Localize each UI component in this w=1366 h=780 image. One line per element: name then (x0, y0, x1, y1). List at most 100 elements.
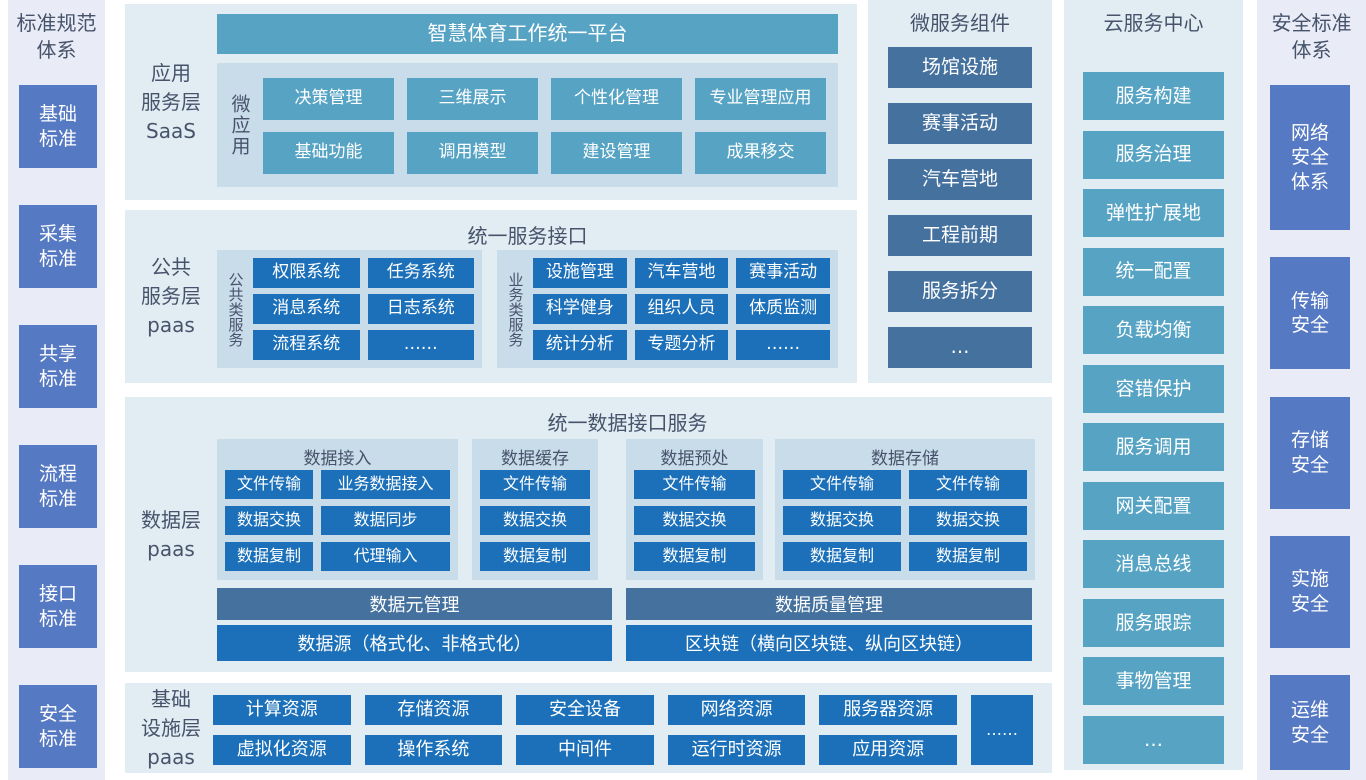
data-access-title: 数据接入 (303, 449, 372, 469)
cloud-service-box: 网关配置 (1083, 481, 1224, 530)
infrastructure-grid: 计算资源存储资源安全设备网络资源服务器资源虚拟化资源操作系统中间件运行时资源应用… (213, 695, 957, 765)
security-standards-title: 安全标准 体系 (1271, 11, 1352, 62)
data-storage-title: 数据存储 (871, 449, 939, 469)
microservice-box: … (888, 327, 1032, 368)
cloud-service-center-panel: 云服务中心 服务构建服务治理弹性扩展地统一配置负载均衡容错保护服务调用网关配置消… (1064, 0, 1243, 770)
data-access-box: 数据同步 (321, 506, 450, 535)
data-storage-container: 数据存储 文件传输文件传输数据交换数据交换数据复制数据复制 (775, 439, 1035, 580)
micro-app-box: 基础功能 (263, 132, 394, 174)
microservice-components-panel: 微服务组件 场馆设施赛事活动汽车营地工程前期服务拆分… (868, 0, 1052, 383)
common-service-box: …… (367, 330, 474, 360)
common-service-box: 权限系统 (253, 258, 360, 288)
infra-resource-box: 虚拟化资源 (213, 735, 351, 765)
security-box: 传输 安全 (1270, 257, 1350, 370)
data-preprocess-container: 数据预处 文件传输数据交换数据复制 (626, 439, 763, 580)
micro-apps-container: 微应用 决策管理三维展示个性化管理专业管理应用基础功能调用模型建设管理成果移交 (217, 63, 838, 187)
data-preprocess-box: 文件传输 (634, 470, 755, 499)
data-preprocess-box: 数据交换 (634, 506, 755, 535)
infra-resource-box: 中间件 (516, 735, 654, 765)
micro-apps-grid: 决策管理三维展示个性化管理专业管理应用基础功能调用模型建设管理成果移交 (263, 78, 826, 174)
data-access-box: 数据交换 (225, 506, 313, 535)
business-service-box: 设施管理 (533, 258, 627, 288)
business-service-box: 专题分析 (634, 330, 729, 360)
security-box: 实施 安全 (1270, 535, 1350, 648)
data-access-box: 数据复制 (225, 542, 313, 571)
standards-list: 基础 标准采集 标准共享 标准流程 标准接口 标准安全 标准 (19, 85, 97, 768)
data-layer-panel: 数据层 paas 统一数据接口服务 数据接入 文件传输业务数据接入数据交换数据同… (125, 397, 1052, 672)
infrastructure-layer-label: 基础 设施层 paas (141, 686, 201, 769)
data-quality-management-bar: 数据质量管理 (626, 588, 1032, 620)
standard-box: 采集 标准 (19, 205, 97, 288)
microservice-list: 场馆设施赛事活动汽车营地工程前期服务拆分… (888, 47, 1032, 368)
data-storage-box: 数据复制 (909, 542, 1027, 571)
security-box: 网络 安全 体系 (1270, 85, 1350, 230)
business-services-container: 业务类服务 设施管理汽车营地赛事活动科学健身组织人员体质监测统计分析专题分析…… (497, 250, 838, 368)
infra-resource-box: 操作系统 (364, 735, 503, 765)
micro-apps-label: 微应用 (228, 93, 251, 157)
standards-column-title: 标准规范 体系 (16, 11, 97, 62)
micro-app-box: 成果移交 (695, 132, 826, 174)
unified-service-interface-title: 统一服务接口 (467, 224, 588, 248)
standard-box: 接口 标准 (19, 565, 97, 648)
infra-resource-box: 应用资源 (819, 735, 957, 765)
infra-resource-box: 安全设备 (516, 695, 654, 725)
business-service-box: 统计分析 (533, 330, 627, 360)
cloud-service-box: 负载均衡 (1083, 306, 1224, 355)
public-layer-label: 公共 服务层 paas (141, 255, 201, 337)
saas-layer-label: 应用 服务层 SaaS (141, 60, 201, 143)
cloud-service-box: 服务治理 (1083, 130, 1224, 179)
business-service-box: …… (736, 330, 830, 360)
data-preprocess-grid: 文件传输数据交换数据复制 (634, 470, 755, 571)
common-services-label: 公共类服务 (226, 271, 245, 347)
microservice-box: 汽车营地 (888, 159, 1032, 200)
business-service-box: 体质监测 (736, 294, 830, 324)
cloud-service-box: 弹性扩展地 (1083, 189, 1224, 238)
data-storage-box: 数据复制 (783, 542, 901, 571)
cloud-service-box: 服务跟踪 (1083, 598, 1224, 647)
platform-header-bar: 智慧体育工作统一平台 (217, 14, 838, 54)
blockchain-bar: 区块链（横向区块链、纵向区块链） (626, 625, 1032, 661)
data-cache-box: 数据复制 (480, 542, 590, 571)
micro-app-box: 三维展示 (407, 78, 538, 120)
microservice-box: 赛事活动 (888, 103, 1032, 144)
public-service-layer-panel: 公共 服务层 paas 统一服务接口 公共类服务 权限系统任务系统消息系统日志系… (125, 210, 857, 383)
common-service-box: 消息系统 (253, 294, 360, 324)
microservice-components-title: 微服务组件 (910, 11, 1010, 35)
microservice-box: 工程前期 (888, 215, 1032, 256)
data-storage-box: 文件传输 (783, 470, 901, 499)
cloud-service-box: 服务构建 (1083, 72, 1224, 120)
cloud-service-box: 消息总线 (1083, 540, 1224, 589)
cloud-service-box: … (1083, 715, 1224, 764)
data-storage-box: 数据交换 (783, 506, 901, 535)
data-layer-label: 数据层 paas (141, 507, 201, 561)
data-cache-container: 数据缓存 文件传输数据交换数据复制 (472, 439, 598, 580)
infra-resource-box: 存储资源 (364, 695, 503, 725)
infra-ellipsis-box: …… (971, 695, 1033, 765)
micro-app-box: 调用模型 (407, 132, 538, 174)
standard-box: 基础 标准 (19, 85, 97, 168)
cloud-service-list: 服务构建服务治理弹性扩展地统一配置负载均衡容错保护服务调用网关配置消息总线服务跟… (1083, 72, 1224, 764)
micro-app-box: 专业管理应用 (695, 78, 826, 120)
data-access-box: 业务数据接入 (321, 470, 450, 499)
data-cache-grid: 文件传输数据交换数据复制 (480, 470, 590, 571)
data-cache-box: 数据交换 (480, 506, 590, 535)
business-service-box: 赛事活动 (736, 258, 830, 288)
cloud-service-box: 统一配置 (1083, 247, 1224, 296)
data-meta-management-bar: 数据元管理 (217, 588, 612, 620)
data-access-container: 数据接入 文件传输业务数据接入数据交换数据同步数据复制代理输入 (217, 439, 458, 580)
infrastructure-layer-panel: 基础 设施层 paas 计算资源存储资源安全设备网络资源服务器资源虚拟化资源操作… (125, 683, 1052, 773)
cloud-service-box: 容错保护 (1083, 364, 1224, 413)
data-cache-box: 文件传输 (480, 470, 590, 499)
data-preprocess-title: 数据预处 (660, 449, 729, 469)
micro-app-box: 个性化管理 (551, 78, 682, 120)
data-access-box: 文件传输 (225, 470, 313, 499)
security-box: 运维 安全 (1270, 675, 1350, 770)
infra-resource-box: 网络资源 (667, 695, 806, 725)
security-standards-column: 安全标准 体系 网络 安全 体系传输 安全存储 安全实施 安全运维 安全 (1257, 0, 1366, 780)
business-service-box: 组织人员 (634, 294, 729, 324)
business-services-label: 业务类服务 (506, 271, 525, 347)
data-cache-title: 数据缓存 (501, 449, 569, 469)
security-box: 存储 安全 (1270, 396, 1350, 509)
business-service-box: 汽车营地 (634, 258, 729, 288)
standard-box: 流程 标准 (19, 445, 97, 528)
